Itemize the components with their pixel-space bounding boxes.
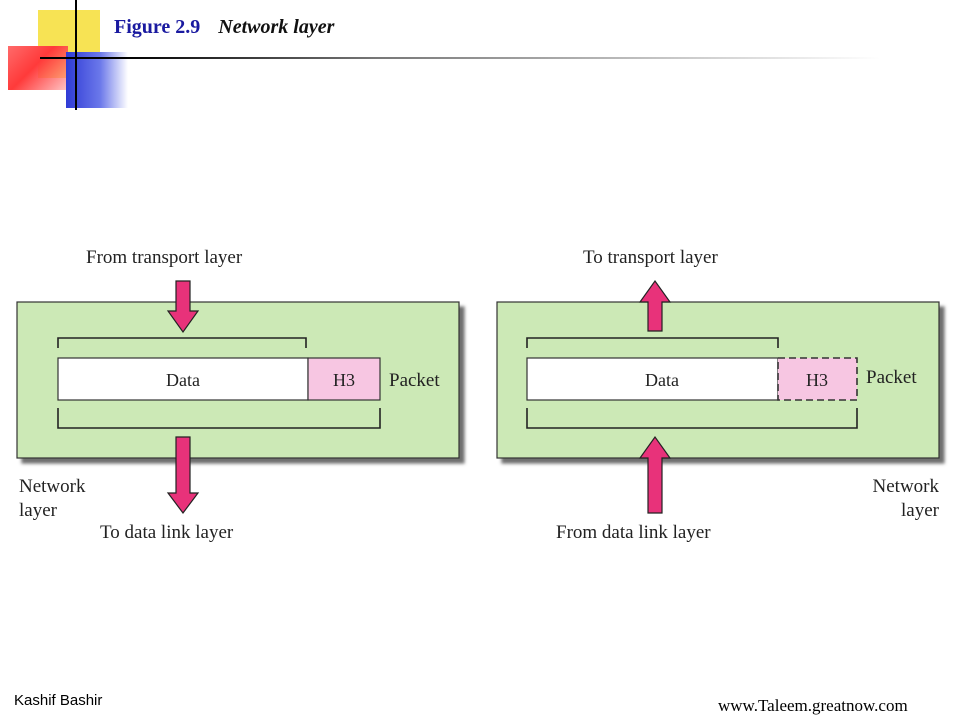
left-top-bracket bbox=[57, 337, 307, 348]
left-bottom-down-arrow bbox=[166, 436, 200, 514]
left-packet-label: Packet bbox=[389, 370, 440, 391]
decorative-horizontal-line bbox=[40, 57, 880, 59]
right-diagram: To transport layer Data H3 Packet Networ… bbox=[496, 247, 940, 543]
decorative-red-square bbox=[8, 46, 68, 90]
left-top-down-arrow bbox=[166, 280, 200, 334]
footer-author: Kashif Bashir bbox=[14, 692, 103, 709]
left-header-box bbox=[307, 357, 381, 401]
left-layer-label-line1: Network bbox=[19, 476, 86, 497]
footer-website: www.Taleem.greatnow.com bbox=[718, 696, 908, 715]
left-layer-label-line2: layer bbox=[19, 500, 58, 521]
right-header-box bbox=[777, 357, 858, 401]
left-bottom-label: To data link layer bbox=[100, 522, 234, 543]
right-data-box bbox=[526, 357, 779, 401]
right-header-label: H3 bbox=[806, 370, 828, 390]
figure-title: Figure 2.9 Network layer bbox=[114, 16, 334, 39]
right-top-bracket bbox=[526, 337, 779, 348]
right-data-label: Data bbox=[645, 370, 679, 390]
left-data-label: Data bbox=[166, 370, 200, 390]
figure-caption: Network layer bbox=[218, 16, 335, 38]
right-top-label: To transport layer bbox=[583, 247, 718, 268]
left-bottom-bracket bbox=[57, 408, 381, 429]
right-bottom-label: From data link layer bbox=[556, 522, 711, 543]
figure-number: Figure 2.9 bbox=[114, 16, 201, 38]
left-diagram: From transport layer Data H3 Packet Netw… bbox=[16, 247, 460, 543]
right-bottom-bracket bbox=[526, 408, 858, 429]
right-layer-label-line2: layer bbox=[901, 500, 940, 521]
decorative-vertical-line bbox=[75, 0, 77, 110]
left-header-label: H3 bbox=[333, 370, 355, 390]
right-bottom-up-arrow bbox=[638, 435, 672, 514]
right-packet-label: Packet bbox=[866, 367, 917, 388]
right-top-up-arrow bbox=[638, 279, 672, 332]
right-layer-label-line1: Network bbox=[873, 476, 940, 497]
left-top-label: From transport layer bbox=[86, 247, 243, 268]
